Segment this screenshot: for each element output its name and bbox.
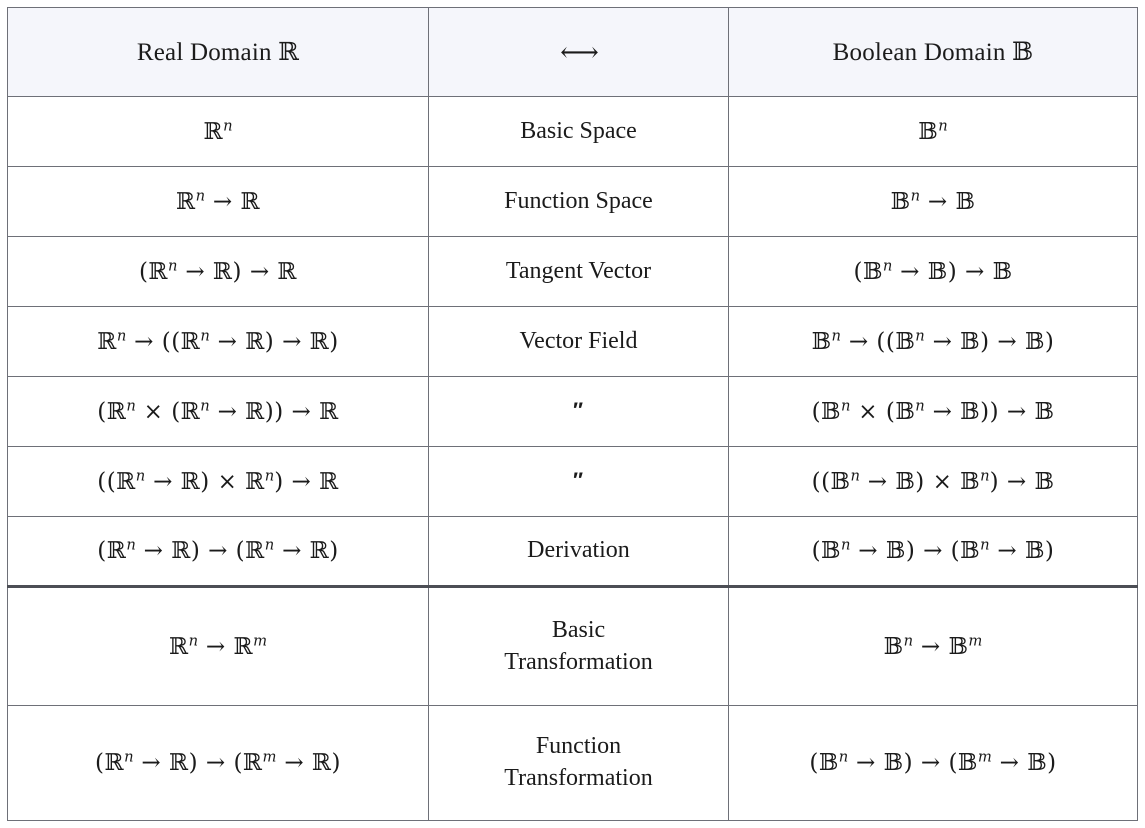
- real-formula: (ℝn → ℝ) → (ℝm → ℝ): [95, 748, 341, 776]
- cell-real-expression: ℝn → ℝ: [7, 166, 429, 237]
- cell-boolean-expression: 𝔹n: [728, 96, 1138, 167]
- real-formula: ((ℝn → ℝ) × ℝn) → ℝ: [97, 466, 339, 495]
- left-right-arrow-icon: ⟷: [560, 36, 599, 67]
- concept-label: Derivation: [527, 537, 630, 564]
- cell-concept-label: Function Transformation: [428, 705, 729, 821]
- boolean-formula: (𝔹n → 𝔹) → (𝔹n → 𝔹): [811, 536, 1055, 564]
- cell-real-expression: (ℝn → ℝ) → (ℝm → ℝ): [7, 705, 429, 821]
- table-header: Real Domain ℝ ⟷ Boolean Domain 𝔹: [7, 7, 1138, 97]
- boolean-formula: 𝔹n → 𝔹m: [883, 631, 983, 660]
- cell-concept-label: Function Space: [428, 166, 729, 237]
- table-row: (ℝn → ℝ) → ℝ Tangent Vector (𝔹n → 𝔹) → 𝔹: [7, 236, 1138, 307]
- cell-boolean-expression: (𝔹n × (𝔹n → 𝔹)) → 𝔹: [728, 376, 1138, 447]
- boolean-formula: ((𝔹n → 𝔹) × 𝔹n) → 𝔹: [811, 466, 1055, 495]
- table-row: (ℝn × (ℝn → ℝ)) → ℝ ″ (𝔹n × (𝔹n → 𝔹)) → 𝔹: [7, 376, 1138, 447]
- cell-concept-label: Basic Transformation: [428, 585, 729, 706]
- concept-label: Basic Space: [520, 117, 637, 144]
- boolean-formula: (𝔹n × (𝔹n → 𝔹)) → 𝔹: [811, 396, 1055, 425]
- cell-real-expression: ((ℝn → ℝ) × ℝn) → ℝ: [7, 446, 429, 517]
- real-formula: ℝn → ((ℝn → ℝ) → ℝ): [97, 326, 339, 355]
- real-formula: ℝn → ℝm: [168, 631, 268, 660]
- cell-concept-label: Vector Field: [428, 306, 729, 377]
- header-row: Real Domain ℝ ⟷ Boolean Domain 𝔹: [7, 7, 1138, 97]
- boolean-formula: (𝔹n → 𝔹) → 𝔹: [853, 256, 1013, 285]
- cell-concept-label: Derivation: [428, 516, 729, 587]
- table-row: ℝn → ((ℝn → ℝ) → ℝ) Vector Field 𝔹n → ((𝔹n…: [7, 306, 1138, 377]
- concept-label: Function Transformation: [504, 733, 653, 791]
- cell-boolean-expression: ((𝔹n → 𝔹) × 𝔹n) → 𝔹: [728, 446, 1138, 517]
- real-formula: ℝn → ℝ: [175, 186, 261, 215]
- real-formula: (ℝn → ℝ) → (ℝn → ℝ): [97, 536, 339, 564]
- concept-label: Basic Transformation: [504, 616, 653, 675]
- cell-real-expression: ℝn → ℝm: [7, 585, 429, 706]
- cell-concept-label: Tangent Vector: [428, 236, 729, 307]
- concept-label: Vector Field: [519, 327, 638, 354]
- boolean-formula: 𝔹n → 𝔹: [890, 186, 976, 215]
- cell-real-expression: ℝn → ((ℝn → ℝ) → ℝ): [7, 306, 429, 377]
- cell-real-expression: (ℝn × (ℝn → ℝ)) → ℝ: [7, 376, 429, 447]
- table-row: (ℝn → ℝ) → (ℝn → ℝ) Derivation (𝔹n → 𝔹) → …: [7, 516, 1138, 587]
- cell-boolean-expression: (𝔹n → 𝔹) → 𝔹: [728, 236, 1138, 307]
- real-formula: ℝn: [203, 116, 233, 145]
- cell-boolean-expression: (𝔹n → 𝔹) → (𝔹n → 𝔹): [728, 516, 1138, 587]
- boolean-formula: 𝔹n → ((𝔹n → 𝔹) → 𝔹): [811, 326, 1055, 355]
- cell-concept-label: ″: [428, 376, 729, 447]
- real-formula: (ℝn × (ℝn → ℝ)) → ℝ: [97, 396, 339, 425]
- table-row: ℝn → ℝ Function Space 𝔹n → 𝔹: [7, 166, 1138, 237]
- cell-concept-label: ″: [428, 446, 729, 517]
- cell-boolean-expression: 𝔹n → 𝔹m: [728, 585, 1138, 706]
- header-correspondence-arrow: ⟷: [428, 7, 729, 97]
- cell-boolean-expression: 𝔹n → ((𝔹n → 𝔹) → 𝔹): [728, 306, 1138, 377]
- header-boolean-domain: Boolean Domain 𝔹: [728, 7, 1138, 97]
- concept-label: Function Space: [504, 187, 653, 214]
- cell-concept-label: Basic Space: [428, 96, 729, 167]
- cell-real-expression: (ℝn → ℝ) → (ℝn → ℝ): [7, 516, 429, 587]
- table-body: ℝn Basic Space 𝔹n ℝn → ℝ Function Space 𝔹n → …: [7, 96, 1138, 821]
- cell-boolean-expression: (𝔹n → 𝔹) → (𝔹m → 𝔹): [728, 705, 1138, 821]
- table-row: (ℝn → ℝ) → (ℝm → ℝ) Function Transformati…: [7, 705, 1138, 821]
- table-row: ℝn Basic Space 𝔹n: [7, 96, 1138, 167]
- cell-boolean-expression: 𝔹n → 𝔹: [728, 166, 1138, 237]
- boolean-formula: (𝔹n → 𝔹) → (𝔹m → 𝔹): [809, 748, 1057, 776]
- real-formula: (ℝn → ℝ) → ℝ: [138, 256, 298, 285]
- ditto-mark-icon: ″: [572, 398, 585, 422]
- boolean-formula: 𝔹n: [918, 116, 948, 145]
- cell-real-expression: ℝn: [7, 96, 429, 167]
- table-row: ((ℝn → ℝ) × ℝn) → ℝ ″ ((𝔹n → 𝔹) × 𝔹n) → 𝔹: [7, 446, 1138, 517]
- ditto-mark-icon: ″: [572, 468, 585, 492]
- header-real-domain: Real Domain ℝ: [7, 7, 429, 97]
- concept-label: Tangent Vector: [505, 257, 652, 284]
- table-row: ℝn → ℝm Basic Transformation 𝔹n → 𝔹m: [7, 585, 1138, 706]
- cell-real-expression: (ℝn → ℝ) → ℝ: [7, 236, 429, 307]
